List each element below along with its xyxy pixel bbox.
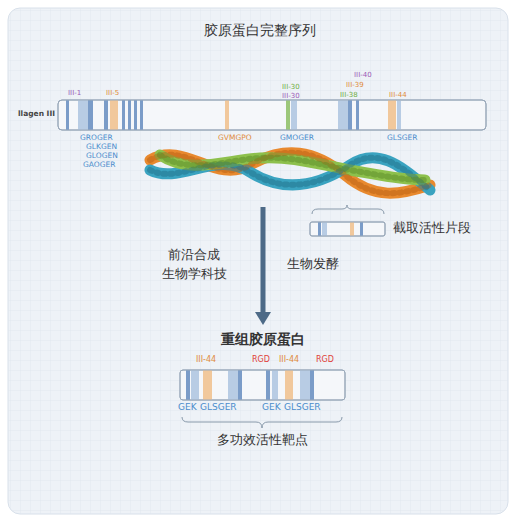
annotation-label: GMOGER [280, 134, 314, 143]
flow-arrow [255, 207, 271, 325]
annotation-label: III-44 [279, 355, 299, 364]
annotation-label: III-44 [196, 355, 216, 364]
annotation-label: III-44 [389, 91, 407, 99]
annotation-label: III-30 [282, 92, 300, 100]
annotation-label: III-1 [68, 89, 81, 97]
node-heading: 重组胶原蛋白 [168, 331, 358, 348]
annotation-label: GLKGEN [86, 143, 117, 152]
annotation-label: GEK [178, 402, 197, 412]
annotation-label: III-39 [346, 81, 364, 89]
annotation-label: RGD [316, 355, 334, 364]
annotation-label: GAOGER [83, 161, 115, 170]
annotation-label: GLOGEN [86, 152, 118, 161]
annotation-label: GVMGPO [218, 134, 252, 143]
annotation-label: III-38 [340, 91, 358, 99]
annotation-label: GLSGER [284, 402, 321, 412]
annotation-label: RGD [252, 355, 270, 364]
node-box: 重组胶原蛋白 [168, 327, 358, 411]
annotation-label: 生物发酵 [287, 257, 339, 272]
annotation-label: 前沿合成 生物学科技 [150, 246, 238, 284]
node-box: 截取活性片段 [305, 216, 500, 242]
annotation-label: GLSGER [200, 402, 237, 412]
annotation-label: GLSGER [387, 134, 418, 143]
annotation-label: III-30 [282, 83, 300, 91]
annotation-label: GEK [262, 402, 281, 412]
arrow-head [255, 312, 271, 325]
node-heading: 胶原蛋白完整序列 [20, 22, 500, 39]
arrow-shaft [261, 207, 266, 312]
annotation-label: 多功效活性靶点 [202, 433, 322, 448]
node-heading: 截取活性片段 [393, 220, 500, 236]
annotation-label: III-40 [354, 71, 372, 79]
annotation-label: GROGER [80, 134, 113, 143]
node-box: 胶原蛋白完整序列 [20, 14, 500, 205]
annotation-label: III-5 [106, 89, 119, 97]
annotation-label: llagen III [18, 110, 55, 119]
